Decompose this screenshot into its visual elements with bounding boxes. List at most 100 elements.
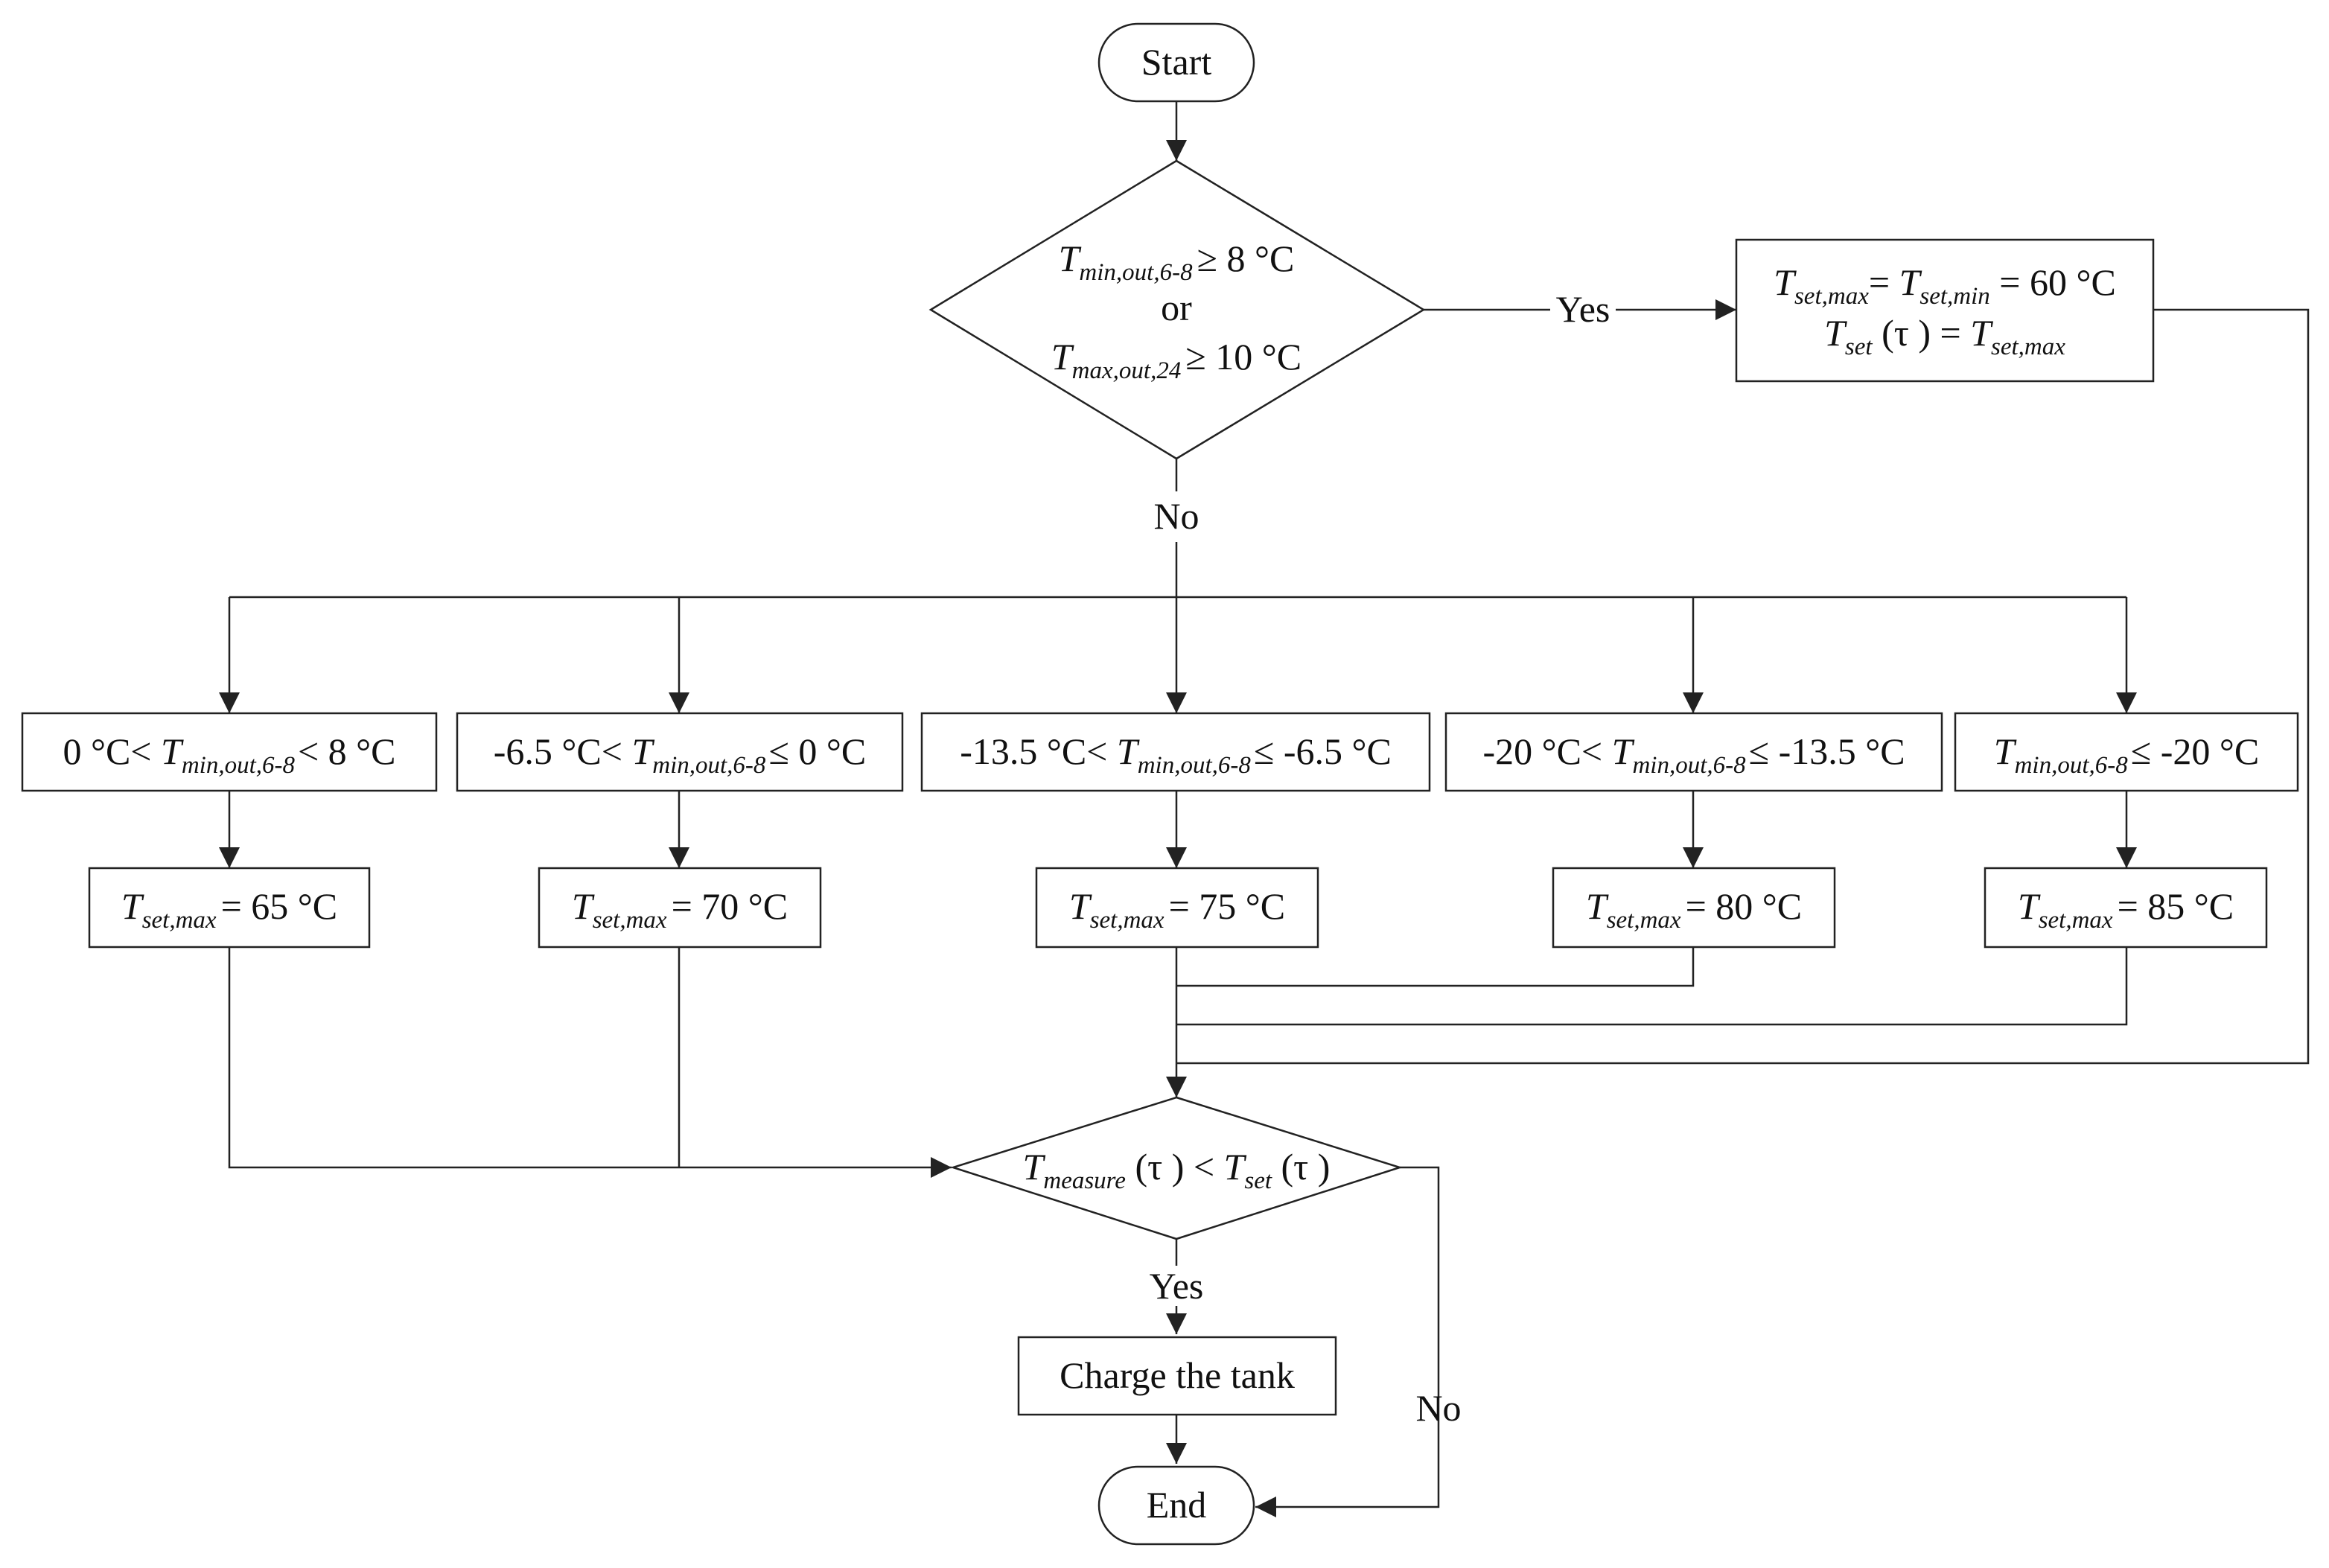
decision1-line3: Tmax,out,24≥ 10 °C (1051, 336, 1302, 384)
cond3-sub: min,out,6-8 (1138, 752, 1252, 779)
decision1-sub3: max,out,24 (1072, 357, 1182, 384)
setpoint-box-2 (538, 867, 822, 949)
set1-val: = 65 °C (221, 885, 338, 927)
set4-sub: set,max (1607, 907, 1681, 934)
decision2-t2: T (1224, 1146, 1247, 1188)
decision1-line1: Tmin,out,6-8≥ 8 °C (1059, 238, 1295, 286)
charge-tank-label: Charge the tank (1060, 1354, 1295, 1396)
summer-line1: Tset,max= Tset,min = 60 °C (1774, 261, 2116, 310)
end-label: End (1147, 1484, 1207, 1526)
condition-box-4 (1444, 712, 1943, 792)
arrow-no-to-end (1255, 1166, 1440, 1517)
summer-rest: = 60 °C (1990, 261, 2116, 303)
set2-val: = 70 °C (672, 885, 788, 927)
summer-t1: T (1774, 261, 1797, 303)
set1-t: T (121, 885, 144, 927)
cond5-post: ≤ -20 °C (2131, 730, 2259, 772)
summer-l2-t2: T (1970, 312, 1993, 354)
setpoint-text-3: Tset,max= 75 °C (1069, 885, 1285, 934)
summer-l2-arg: (τ ) = (1873, 312, 1971, 354)
set3-val: = 75 °C (1169, 885, 1286, 927)
no-label-1: No (1153, 495, 1199, 537)
yes-label-2: Yes (1150, 1265, 1204, 1307)
setpoint-box-5 (1984, 867, 2268, 949)
cond3-pre: -13.5 °C< (960, 730, 1117, 772)
no-label-2: No (1415, 1387, 1461, 1429)
yes-label-1: Yes (1556, 288, 1610, 330)
charge-tank-box (1017, 1336, 1337, 1416)
condition-text-2: -6.5 °C< Tmin,out,6-8≤ 0 °C (494, 730, 866, 779)
line-set5-merge (1176, 947, 2128, 1026)
setpoint-box-4 (1552, 867, 1836, 949)
decision2-s2: set (1244, 1167, 1272, 1194)
summer-eq: = (1869, 261, 1899, 303)
decision-outdoor-temp (928, 159, 1426, 460)
cond2-sub: min,out,6-8 (652, 752, 766, 779)
condition-text-3: -13.5 °C< Tmin,out,6-8≤ -6.5 °C (960, 730, 1392, 779)
cond5-sub: min,out,6-8 (2015, 752, 2129, 779)
summer-s1: set,max (1794, 283, 1869, 310)
setpoint-text-5: Tset,max= 85 °C (2018, 885, 2234, 934)
decision1-or: or (1161, 287, 1192, 328)
set2-sub: set,max (593, 907, 667, 934)
line-summer-merge (1176, 308, 2310, 1065)
condition-box-3 (920, 712, 1431, 792)
decision1-t1: T (1059, 238, 1082, 279)
decision2-s1: measure (1043, 1167, 1126, 1194)
start-label: Start (1141, 41, 1212, 83)
cond2-t: T (631, 730, 654, 772)
decision2-a2: (τ ) (1272, 1146, 1330, 1188)
set5-val: = 85 °C (2118, 885, 2234, 927)
arrow-set1-to-decision2 (228, 947, 952, 1178)
set3-t: T (1069, 885, 1092, 927)
summer-line2: Tset (τ ) = Tset,max (1824, 312, 2065, 360)
decision1-sub1: min,out,6-8 (1079, 259, 1193, 286)
decision-tank-temp (949, 1096, 1404, 1240)
set5-t: T (2018, 885, 2041, 927)
decision2-a1: (τ ) < (1126, 1146, 1224, 1188)
decision2-text: Tmeasure (τ ) < Tset (τ ) (1023, 1146, 1331, 1194)
setpoint-box-1 (88, 867, 371, 949)
cond1-t: T (161, 730, 184, 772)
connectors (219, 101, 2310, 1517)
condition-text-4: -20 °C< Tmin,out,6-8≤ -13.5 °C (1482, 730, 1905, 779)
cond1-pre: 0 °C< (63, 730, 161, 772)
condition-text-1: 0 °C< Tmin,out,6-8< 8 °C (63, 730, 395, 779)
decision1-t3: T (1051, 336, 1074, 377)
setpoint-box-3 (1035, 867, 1319, 949)
summer-t2: T (1899, 261, 1922, 303)
setpoint-text-1: Tset,max= 65 °C (121, 885, 337, 934)
summer-l2-s2: set,max (1991, 334, 2065, 360)
cond1-post: < 8 °C (298, 730, 396, 772)
cond3-t: T (1117, 730, 1140, 772)
set2-t: T (572, 885, 595, 927)
start-terminator (1097, 22, 1255, 103)
cond4-t: T (1612, 730, 1635, 772)
cond2-post: ≤ 0 °C (768, 730, 866, 772)
set4-val: = 80 °C (1686, 885, 1803, 927)
summer-l2-s1: set (1845, 334, 1873, 360)
cond2-pre: -6.5 °C< (494, 730, 632, 772)
decision2-t1: T (1023, 1146, 1046, 1188)
end-terminator (1097, 1465, 1255, 1546)
cond1-sub: min,out,6-8 (182, 752, 296, 779)
setpoint-text-4: Tset,max= 80 °C (1586, 885, 1802, 934)
cond5-t: T (1994, 730, 2017, 772)
setpoint-text-2: Tset,max= 70 °C (572, 885, 788, 934)
cond4-post: ≤ -13.5 °C (1749, 730, 1905, 772)
summer-l2-t1: T (1824, 312, 1847, 354)
cond4-sub: min,out,6-8 (1632, 752, 1746, 779)
set5-sub: set,max (2039, 907, 2113, 934)
condition-text-5: Tmin,out,6-8≤ -20 °C (1994, 730, 2259, 779)
set4-t: T (1586, 885, 1609, 927)
decision1-rest3: ≥ 10 °C (1185, 336, 1302, 377)
condition-box-2 (456, 712, 904, 792)
line-set4-merge (1176, 947, 1695, 987)
condition-box-5 (1954, 712, 2299, 792)
cond4-pre: -20 °C< (1482, 730, 1611, 772)
set1-sub: set,max (142, 907, 217, 934)
summer-setpoint-box (1735, 238, 2155, 383)
summer-s2: set,min (1919, 283, 1989, 310)
condition-box-1 (21, 712, 438, 792)
